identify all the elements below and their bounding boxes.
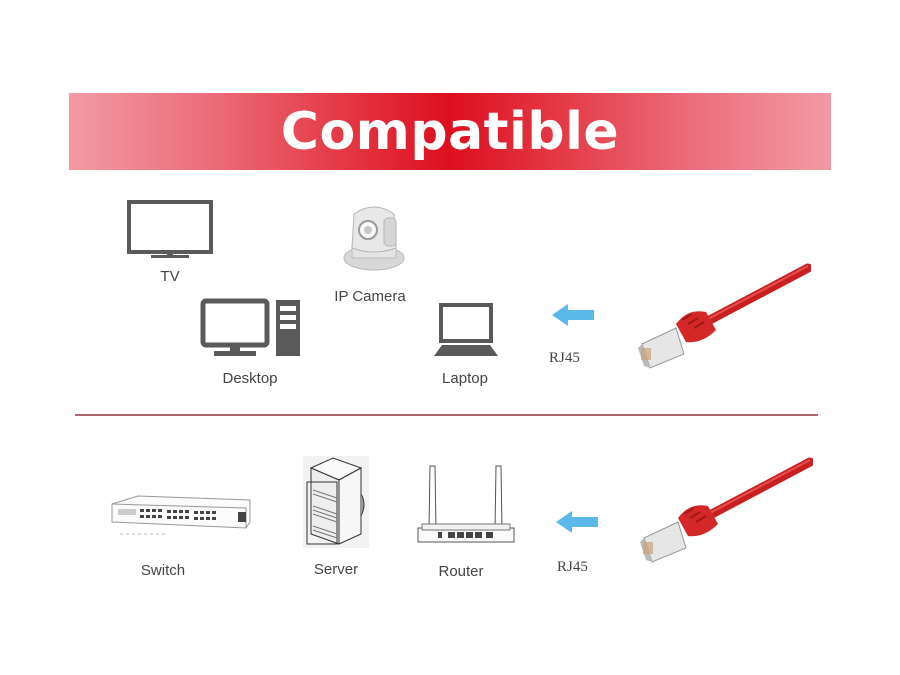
rj45-label: RJ45 [557, 559, 588, 575]
router-icon [417, 465, 515, 543]
switch-icon [111, 495, 251, 535]
compatible-banner: Compatible [69, 93, 831, 170]
ethernet-cable-icon [640, 457, 813, 563]
arrow-left-icon [556, 511, 598, 533]
laptop-icon [434, 303, 498, 356]
switch-label: Switch [140, 562, 186, 579]
desktop-label: Desktop [222, 370, 278, 387]
desktop-icon [200, 298, 300, 356]
server-icon [303, 456, 369, 548]
ip-camera-label: IP Camera [334, 288, 406, 305]
ethernet-cable-icon [638, 263, 811, 369]
ip-camera-icon [343, 206, 405, 271]
rj45-label: RJ45 [549, 350, 580, 366]
server-label: Server [313, 561, 359, 578]
arrow-left-icon [552, 304, 594, 326]
laptop-label: Laptop [442, 370, 488, 387]
banner-title: Compatible [280, 101, 620, 162]
tv-label: TV [160, 268, 180, 285]
router-label: Router [438, 563, 484, 580]
section-divider [75, 414, 818, 416]
tv-icon [127, 200, 213, 258]
